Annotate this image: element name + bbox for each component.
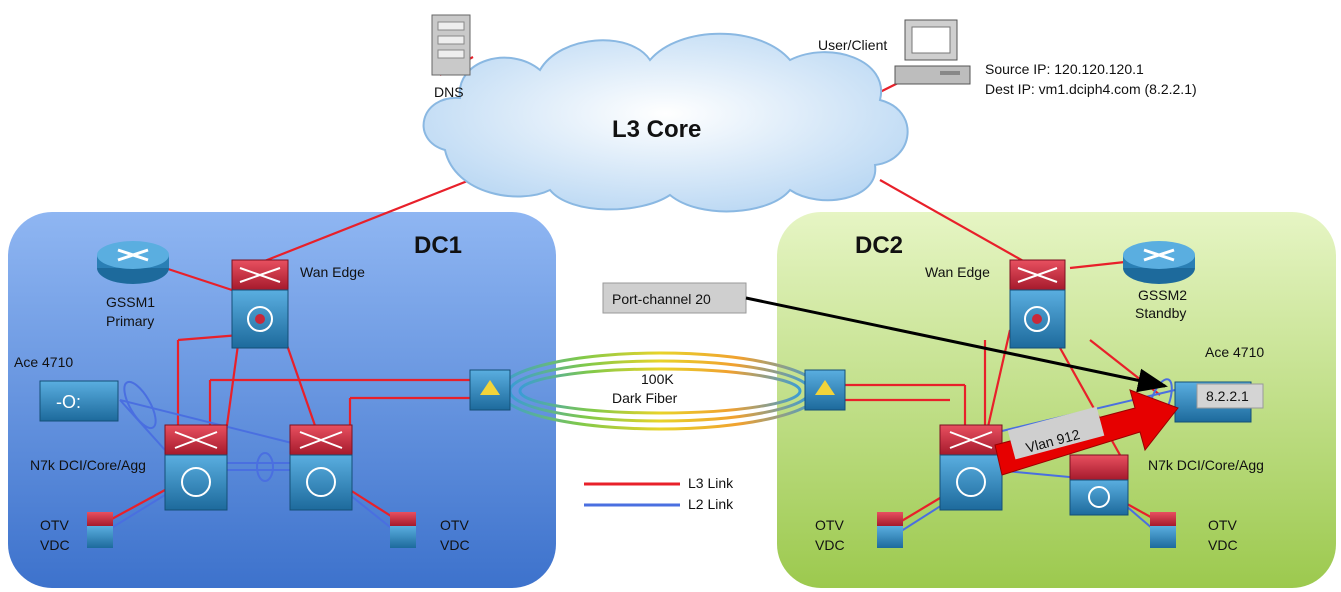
fiber-label-2: Dark Fiber: [612, 390, 678, 406]
dc2-n7k-right-icon: [1069, 454, 1129, 516]
fiber-label-1: 100K: [641, 371, 674, 387]
core-label: L3 Core: [612, 116, 701, 143]
ace-ip-box: [1196, 383, 1264, 409]
gssm2-router-icon: [1123, 241, 1195, 284]
dc1-otv-left-label-2: VDC: [40, 537, 70, 553]
dc1-ace-label: Ace 4710: [14, 354, 73, 370]
legend-l2-label: L2 Link: [688, 496, 734, 512]
dc2-otv-left-label-1: OTV: [815, 517, 844, 533]
dc1-label: DC1: [414, 232, 462, 259]
dc1-wan-edge-icon: [231, 259, 289, 349]
dc1-region: [8, 212, 556, 588]
client-label: User/Client: [818, 37, 887, 53]
dc1-ace-icon: -O:: [39, 380, 119, 422]
gssm2-label-2: Standby: [1135, 305, 1186, 321]
port-channel-arrow: [745, 296, 1168, 393]
gssm1-router-icon: [97, 241, 169, 284]
client-computer-icon: [894, 19, 971, 85]
dc2-otv-left-icon: [877, 512, 903, 548]
dc1-otv-left-label-1: OTV: [40, 517, 69, 533]
dc1-otv-left-icon: [87, 512, 113, 548]
dc1-dci-switch-icon: [469, 369, 511, 411]
l3-core-cloud: [422, 32, 909, 213]
dc2-ace-label: Ace 4710: [1205, 344, 1264, 360]
gssm1-label-1: GSSM1: [106, 294, 155, 310]
dc1-otv-right-label-2: VDC: [440, 537, 470, 553]
dc2-region: [777, 212, 1336, 588]
gssm2-label-1: GSSM2: [1138, 287, 1187, 303]
dc2-n7k-label: N7k DCI/Core/Agg: [1148, 457, 1264, 473]
dc2-otv-right-label-2: VDC: [1208, 537, 1238, 553]
dc2-wan-edge-label: Wan Edge: [925, 264, 990, 280]
dc1-otv-right-label-1: OTV: [440, 517, 469, 533]
dc2-dci-switch-icon: [804, 369, 846, 411]
port-channel-box: [602, 282, 747, 314]
vlan-arrow: [994, 389, 1179, 476]
port-channel-label: Port-channel 20: [612, 291, 711, 307]
dns-label: DNS: [434, 84, 464, 100]
dc1-otv-right-icon: [390, 512, 416, 548]
dns-server-icon: [431, 14, 471, 76]
svg-text:-O:: -O:: [56, 392, 81, 412]
ace-ip-label: 8.2.2.1: [1206, 388, 1249, 404]
dc2-wan-edge-icon: [1009, 259, 1066, 349]
dc1-wan-edge-label: Wan Edge: [300, 264, 365, 280]
l3-links: [109, 56, 1166, 526]
client-dest-ip: Dest IP: vm1.dciph4.com (8.2.2.1): [985, 81, 1197, 97]
dc2-otv-right-label-1: OTV: [1208, 517, 1237, 533]
client-source-ip: Source IP: 120.120.120.1: [985, 61, 1144, 77]
dc2-otv-left-label-2: VDC: [815, 537, 845, 553]
dc1-n7k-label: N7k DCI/Core/Agg: [30, 457, 146, 473]
dc2-label: DC2: [855, 232, 903, 259]
legend-l3-label: L3 Link: [688, 475, 734, 491]
gssm1-label-2: Primary: [106, 313, 154, 329]
dc2-n7k-left-icon: [939, 424, 1003, 511]
dc2-otv-right-icon: [1150, 512, 1176, 548]
dc1-n7k-right-icon: [289, 424, 353, 511]
dc1-n7k-left-icon: [164, 424, 228, 511]
